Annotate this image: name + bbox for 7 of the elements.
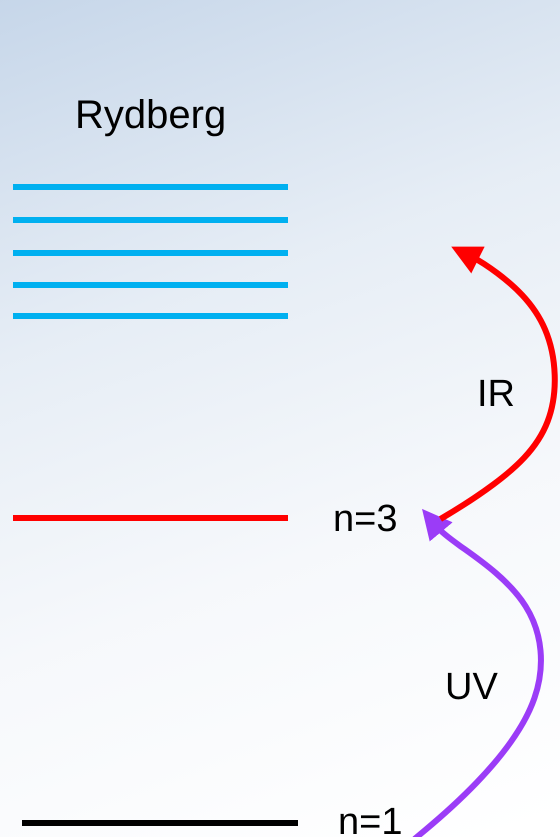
transition-arrow xyxy=(412,508,544,837)
level-label: n=1 xyxy=(338,803,402,837)
edge-label: IR xyxy=(477,375,515,413)
edge-label: UV xyxy=(445,668,498,706)
level-group-label: Rydberg xyxy=(75,95,226,135)
transition-arrow xyxy=(438,246,558,522)
level-label: n=3 xyxy=(333,500,398,538)
